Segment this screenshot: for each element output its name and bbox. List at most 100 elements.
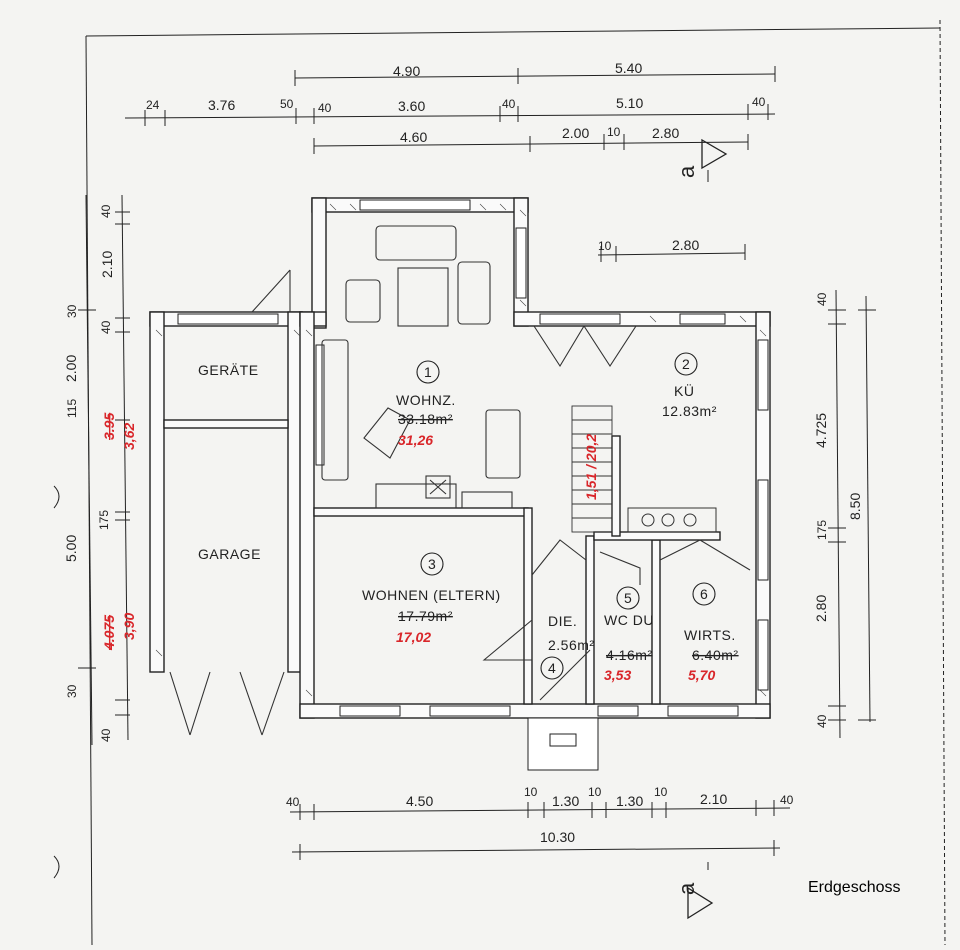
svg-text:WOHNZ.: WOHNZ. [396, 392, 456, 408]
svg-text:10: 10 [598, 239, 612, 253]
svg-text:10: 10 [654, 785, 668, 799]
svg-text:30: 30 [65, 304, 79, 318]
svg-text:4.50: 4.50 [406, 793, 433, 809]
svg-text:40: 40 [502, 97, 516, 111]
svg-text:5.10: 5.10 [616, 95, 643, 111]
room-garage: GARAGE [198, 546, 261, 562]
svg-text:6.40m²: 6.40m² [692, 647, 739, 663]
red-wohnz-area: 31,26 [398, 432, 433, 448]
entrance [527, 717, 599, 771]
living-furniture [321, 225, 521, 509]
svg-text:3.60: 3.60 [398, 98, 425, 114]
svg-text:50: 50 [280, 97, 294, 111]
svg-text:175: 175 [97, 510, 111, 530]
svg-text:33.18m²: 33.18m² [398, 411, 453, 427]
bottom-dimensions: 40 4.50 10 1.30 10 1.30 10 2.10 40 10.30 [286, 785, 794, 860]
svg-text:DIE.: DIE. [548, 613, 577, 629]
frame-top [85, 27, 941, 37]
svg-text:2.80: 2.80 [813, 595, 829, 622]
svg-text:10: 10 [524, 785, 538, 799]
red-stairs-note: 1,51 / 20,2 [583, 434, 599, 500]
svg-text:40: 40 [99, 204, 113, 218]
section-mark-top: a [674, 138, 728, 182]
svg-text:4.60: 4.60 [400, 129, 427, 145]
room-wc-du: 5 WC DU 4.16m² 3,53 [604, 586, 654, 683]
wall-hatching [155, 203, 767, 697]
svg-text:6: 6 [700, 586, 708, 602]
svg-text:WOHNEN (ELTERN): WOHNEN (ELTERN) [362, 587, 501, 603]
svg-text:40: 40 [286, 795, 300, 809]
walls [149, 197, 771, 719]
windows [177, 199, 769, 717]
svg-text:2.00: 2.00 [63, 355, 79, 382]
svg-text:KÜ: KÜ [674, 382, 694, 399]
room-kueche: 2 KÜ 12.83m² [662, 352, 717, 419]
dim-top-5-40: 5.40 [615, 60, 642, 76]
svg-text:1.30: 1.30 [616, 793, 643, 809]
svg-text:GARAGE: GARAGE [198, 546, 261, 562]
svg-text:3.76: 3.76 [208, 97, 235, 113]
svg-text:2.10: 2.10 [700, 791, 727, 807]
binder-hole-2 [53, 855, 60, 879]
svg-text:2.80: 2.80 [672, 237, 699, 253]
room-wohnen-eltern: 3 WOHNEN (ELTERN) 17.79m² 17,02 [362, 552, 501, 645]
svg-text:a: a [674, 882, 699, 895]
svg-text:2.00: 2.00 [562, 125, 589, 141]
svg-text:40: 40 [99, 728, 113, 742]
svg-text:40: 40 [318, 101, 332, 115]
room-wohnz: 1 WOHNZ. 33.18m² 31,26 [396, 360, 456, 448]
svg-text:30: 30 [65, 684, 79, 698]
section-mark-bottom: a [674, 862, 714, 920]
svg-text:40: 40 [815, 292, 829, 306]
binder-hole-1 [53, 485, 60, 509]
svg-text:8.50: 8.50 [847, 493, 863, 520]
svg-text:12.83m²: 12.83m² [662, 403, 717, 419]
red-left-bottom-new: 3,90 [121, 613, 137, 640]
svg-text:4.725: 4.725 [813, 413, 829, 448]
svg-text:GERÄTE: GERÄTE [198, 362, 259, 378]
svg-text:1.30: 1.30 [552, 793, 579, 809]
svg-text:175: 175 [815, 520, 829, 540]
svg-text:10: 10 [607, 125, 621, 139]
svg-text:WIRTS.: WIRTS. [684, 627, 736, 643]
svg-text:2.10: 2.10 [99, 251, 115, 278]
room-geraete: GERÄTE [198, 362, 259, 378]
svg-text:24: 24 [146, 98, 160, 112]
svg-text:a: a [674, 165, 699, 178]
svg-text:40: 40 [99, 320, 113, 334]
svg-text:4: 4 [548, 660, 556, 676]
svg-text:40: 40 [815, 714, 829, 728]
red-wirts-area: 5,70 [688, 667, 715, 683]
doors [169, 269, 751, 736]
svg-text:17.79m²: 17.79m² [398, 608, 453, 624]
red-left-bottom-old: 4.075 [101, 615, 117, 651]
kitchen-counter [627, 507, 717, 533]
svg-text:WC DU: WC DU [604, 612, 654, 628]
floor-caption: Erdgeschoss [808, 879, 901, 896]
svg-text:10.30: 10.30 [540, 829, 575, 845]
room-wirts: 6 WIRTS. 6.40m² 5,70 [684, 582, 739, 683]
svg-text:40: 40 [752, 95, 766, 109]
svg-text:5: 5 [624, 590, 632, 606]
left-dimensions: 40 2.10 30 40 2.00 115 5.00 175 30 40 3.… [63, 194, 137, 746]
svg-text:3: 3 [428, 556, 436, 572]
svg-text:115: 115 [65, 399, 79, 418]
svg-text:2.56m²: 2.56m² [548, 637, 595, 653]
top-dimensions: 4.90 5.40 24 3.76 50 40 3.60 40 5.10 40 … [124, 60, 776, 262]
frame-right [939, 19, 946, 946]
stairs [571, 405, 613, 533]
red-wc-area: 3,53 [604, 667, 631, 683]
red-wohnen-area: 17,02 [396, 629, 431, 645]
right-dimensions: 40 4.725 175 2.80 40 8.50 [813, 289, 876, 739]
svg-text:2: 2 [682, 356, 690, 372]
svg-text:40: 40 [780, 793, 794, 807]
red-left-top-new: 3,62 [121, 423, 137, 450]
svg-text:10: 10 [588, 785, 602, 799]
dim-top-4-90: 4.90 [393, 63, 420, 79]
svg-text:4.16m²: 4.16m² [606, 647, 653, 663]
red-left-top-old: 3.95 [101, 413, 117, 440]
svg-text:5.00: 5.00 [63, 535, 79, 562]
svg-text:2.80: 2.80 [652, 125, 679, 141]
svg-text:1: 1 [424, 364, 432, 380]
